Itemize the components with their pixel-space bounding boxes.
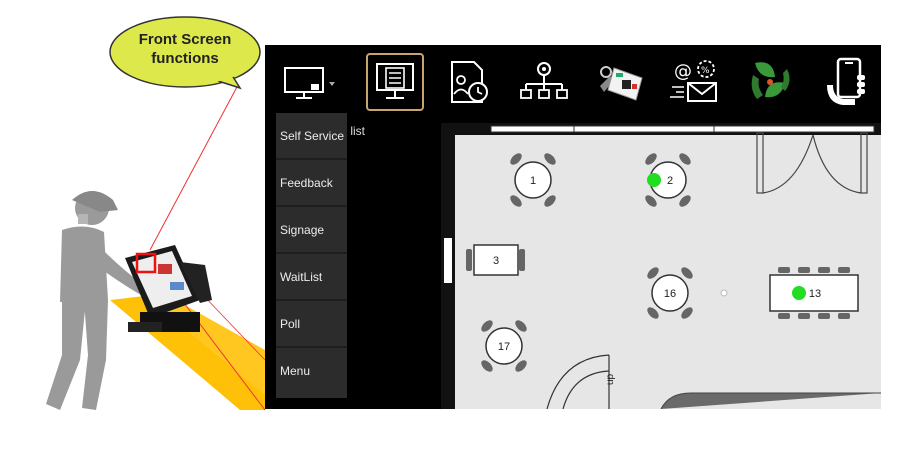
menu-item-poll[interactable]: Poll (276, 301, 347, 348)
network-settings-button[interactable] (515, 53, 573, 111)
table-label: 3 (493, 255, 499, 267)
mobile-hand-button[interactable] (817, 53, 875, 111)
guide-line (149, 84, 239, 251)
occupied-indicator (647, 173, 661, 187)
page-subtitle: it list (341, 124, 365, 138)
table-label: 13 (809, 288, 821, 300)
pos-terminal (125, 245, 212, 332)
front-screen-dropdown-menu: Self Service Feedback Signage WaitList P… (276, 113, 347, 398)
menu-item-signage[interactable]: Signage (276, 207, 347, 254)
monitor-dropdown-button[interactable] (279, 53, 337, 111)
menu-item-feedback[interactable]: Feedback (276, 160, 347, 207)
menu-item-menu[interactable]: Menu (280, 363, 311, 378)
report-clock-icon (451, 61, 488, 103)
floor-plan-canvas: up 1 (441, 123, 881, 409)
table-1[interactable]: 1 (508, 151, 558, 209)
stairs-up-label: up (605, 373, 616, 385)
key-tag-button[interactable] (591, 53, 649, 111)
menu-item-waitlist[interactable]: WaitList (276, 254, 347, 301)
email-offer-button[interactable]: @ % (665, 53, 723, 111)
network-settings-icon (520, 62, 568, 99)
mobile-hand-icon (827, 57, 865, 105)
leaf-hands-icon (751, 62, 790, 99)
leaf-hands-button[interactable] (741, 53, 799, 111)
occupied-indicator (792, 286, 806, 300)
waitlist-screen-icon (376, 63, 414, 99)
key-tag-icon (600, 66, 643, 101)
table-label: 2 (667, 175, 673, 187)
callout-text: Front Screen functions (125, 30, 245, 68)
svg-text:@: @ (674, 61, 692, 82)
person-figure (46, 191, 150, 410)
floor-plan: up 1 (441, 123, 881, 409)
table-17[interactable]: 17 (479, 318, 529, 374)
entrance-door (756, 132, 868, 194)
email-offer-icon: @ % (670, 60, 717, 102)
table-label: 1 (530, 175, 536, 187)
table-16[interactable]: 16 (645, 265, 695, 321)
table-label: 17 (498, 341, 510, 353)
staircase: up (546, 354, 616, 409)
table-2[interactable]: 2 (643, 151, 693, 209)
callout-line-1: Front Screen (138, 31, 232, 48)
waitlist-screen-button[interactable] (366, 53, 424, 111)
table-3[interactable]: 3 (466, 244, 525, 276)
app-screen: @ % (265, 45, 881, 409)
report-clock-button[interactable] (439, 53, 497, 111)
top-toolbar: @ % (265, 45, 881, 121)
table-label: 16 (664, 288, 676, 300)
floor-highlight-path (110, 296, 265, 410)
chair (510, 153, 556, 207)
svg-text:%: % (701, 66, 710, 76)
menu-item-self-service[interactable]: Self Service (276, 113, 347, 160)
table-13[interactable]: 13 (769, 267, 859, 319)
callout-line-2: functions (151, 50, 219, 67)
monitor-dropdown-icon (284, 67, 335, 99)
